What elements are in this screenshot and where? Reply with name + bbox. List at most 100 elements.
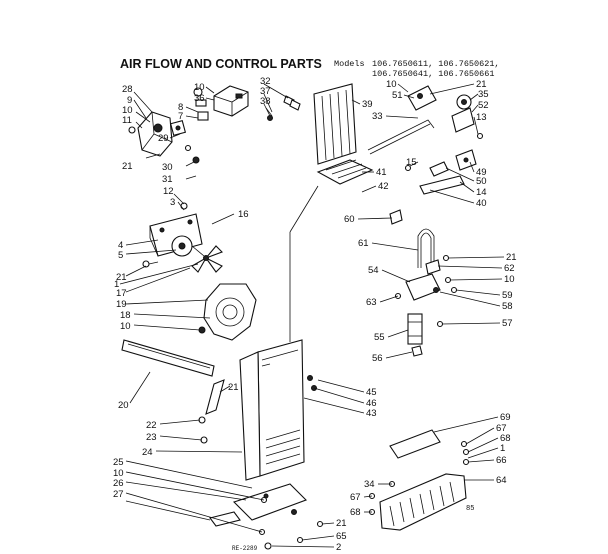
callout-31: 31	[162, 174, 173, 185]
callout-46: 46	[366, 398, 377, 409]
drain-trough	[232, 483, 307, 521]
callout-63: 63	[366, 297, 377, 308]
callout-10: 10	[386, 79, 397, 90]
air-deflector-bar	[121, 339, 215, 377]
damper-control-housing	[128, 111, 173, 157]
callout-54: 54	[368, 265, 379, 276]
callout-58: 58	[502, 301, 513, 312]
callout-43: 43	[366, 408, 377, 419]
callout-55: 55	[374, 332, 385, 343]
clip-part	[283, 95, 301, 111]
control-bracket-part	[169, 119, 187, 137]
fan-motor	[171, 235, 205, 257]
callout-10: 10	[504, 274, 515, 285]
callout-15: 15	[406, 157, 417, 168]
callout-26: 26	[113, 478, 124, 489]
callout-10: 10	[122, 105, 133, 116]
callout-24: 24	[142, 447, 153, 458]
crisper-drawer-front	[379, 473, 467, 531]
thermostat-block	[213, 85, 249, 117]
callout-59: 59	[502, 290, 513, 301]
callout-21: 21	[336, 518, 347, 529]
callout-3: 3	[170, 197, 175, 208]
callout-30: 30	[162, 162, 173, 173]
callout-51: 51	[392, 90, 403, 101]
callout-19: 19	[116, 299, 127, 310]
callout-35: 35	[478, 89, 489, 100]
fan-blade	[191, 245, 223, 273]
heater-wire-loop	[417, 228, 435, 268]
callout-16: 16	[238, 209, 249, 220]
callout-49: 49	[476, 167, 487, 178]
cover-liner-panel	[239, 351, 261, 481]
corner-code-right: 85	[466, 505, 474, 513]
callout-10: 10	[120, 321, 131, 332]
callout-52: 52	[478, 100, 489, 111]
damper-baffle	[316, 159, 374, 185]
leader-lines	[119, 83, 505, 548]
callout-36: 36	[194, 93, 205, 104]
callout-10: 10	[194, 82, 205, 93]
callout-7: 7	[178, 111, 183, 122]
callout-4: 4	[118, 240, 123, 251]
callout-11: 11	[122, 115, 132, 126]
callout-42: 42	[378, 181, 389, 192]
air-baffle-strip	[205, 379, 225, 415]
diagram-title: AIR FLOW AND CONTROL PARTS	[120, 57, 322, 71]
small-nut-part	[184, 144, 200, 164]
dial-bracket	[451, 107, 484, 140]
roller-tube	[389, 429, 441, 459]
callout-32: 32	[260, 76, 271, 87]
callout-1: 1	[114, 279, 119, 290]
callout-45: 45	[366, 387, 377, 398]
callout-61: 61	[358, 238, 369, 249]
callout-62: 62	[504, 263, 515, 274]
screw-part	[142, 202, 188, 268]
callout-9: 9	[127, 95, 132, 106]
callout-12: 12	[163, 186, 174, 197]
callout-2: 2	[336, 542, 341, 553]
callout-25: 25	[113, 457, 124, 468]
callout-28: 28	[122, 84, 133, 95]
control-knob-part	[193, 87, 209, 121]
callout-1: 1	[500, 443, 505, 454]
models-line-1: 106.7650611, 106.7650621,	[372, 59, 500, 69]
callout-14: 14	[476, 187, 487, 198]
callout-18: 18	[120, 310, 131, 321]
callout-5: 5	[118, 250, 123, 261]
callout-60: 60	[344, 214, 355, 225]
callout-56: 56	[372, 353, 383, 364]
callout-34: 34	[364, 479, 375, 490]
small-plug	[411, 345, 423, 357]
callout-33: 33	[372, 111, 383, 122]
callout-17: 17	[116, 288, 127, 299]
callout-37: 37	[260, 86, 271, 97]
callout-8: 8	[178, 102, 183, 113]
callout-38: 38	[260, 96, 271, 107]
control-lever	[407, 85, 437, 111]
callout-27: 27	[113, 489, 124, 500]
cover-clips	[307, 375, 317, 391]
callout-10: 10	[113, 468, 124, 479]
callout-67: 67	[350, 492, 361, 503]
callout-29: 29	[158, 133, 169, 144]
callout-69: 69	[500, 412, 511, 423]
thermostat-clamp	[407, 313, 423, 345]
callout-39: 39	[362, 99, 373, 110]
callout-64: 64	[496, 475, 507, 486]
callout-66: 66	[496, 455, 507, 466]
callout-40: 40	[476, 198, 487, 209]
heater-mount	[405, 259, 441, 301]
callout-21: 21	[228, 382, 239, 393]
callout-68: 68	[350, 507, 361, 518]
callout-labels: 28 9 10 11 10 36 8 7 32 37 38 39 29 21 3…	[113, 76, 517, 553]
models-label: Models	[334, 59, 365, 69]
control-dial	[456, 94, 472, 110]
models-line-2: 106.7650641, 106.7650661	[372, 69, 494, 79]
callout-67: 67	[496, 423, 507, 434]
evaporator-cover	[257, 339, 305, 477]
callout-22: 22	[146, 420, 157, 431]
callout-23: 23	[146, 432, 157, 443]
fan-shroud	[203, 283, 257, 341]
